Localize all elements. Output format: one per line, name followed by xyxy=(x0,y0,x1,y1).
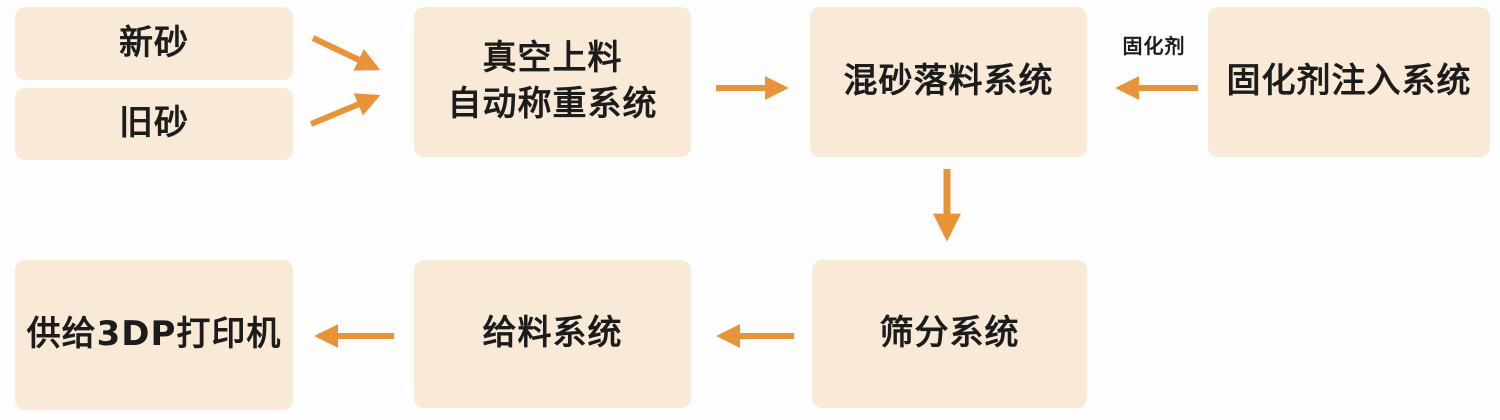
node-old-sand: 旧砂 xyxy=(15,88,293,160)
node-vacuum-weighing-label: 真空上料 自动称重系统 xyxy=(447,38,658,124)
node-curing-injection: 固化剂注入系统 xyxy=(1208,7,1490,157)
arrow-new-sand-to-weighing xyxy=(311,35,381,71)
node-feeding-label: 给料系统 xyxy=(482,313,623,354)
arrow-old-sand-to-weighing xyxy=(309,93,381,127)
node-new-sand-label: 新砂 xyxy=(119,22,189,63)
node-screening-label: 筛分系统 xyxy=(879,313,1020,354)
node-screening: 筛分系统 xyxy=(812,260,1087,408)
node-mixing-label: 混砂落料系统 xyxy=(843,61,1054,102)
node-printer-supply: 供给3DP打印机 xyxy=(15,260,293,410)
node-feeding: 给料系统 xyxy=(414,260,691,408)
curing-agent-edge-label: 固化剂 xyxy=(1122,34,1186,58)
node-new-sand: 新砂 xyxy=(15,7,293,80)
node-vacuum-weighing: 真空上料 自动称重系统 xyxy=(414,7,691,157)
node-curing-injection-label: 固化剂注入系统 xyxy=(1226,61,1472,102)
node-mixing: 混砂落料系统 xyxy=(810,7,1087,157)
node-old-sand-label: 旧砂 xyxy=(119,103,189,144)
node-printer-supply-label: 供给3DP打印机 xyxy=(26,314,282,355)
